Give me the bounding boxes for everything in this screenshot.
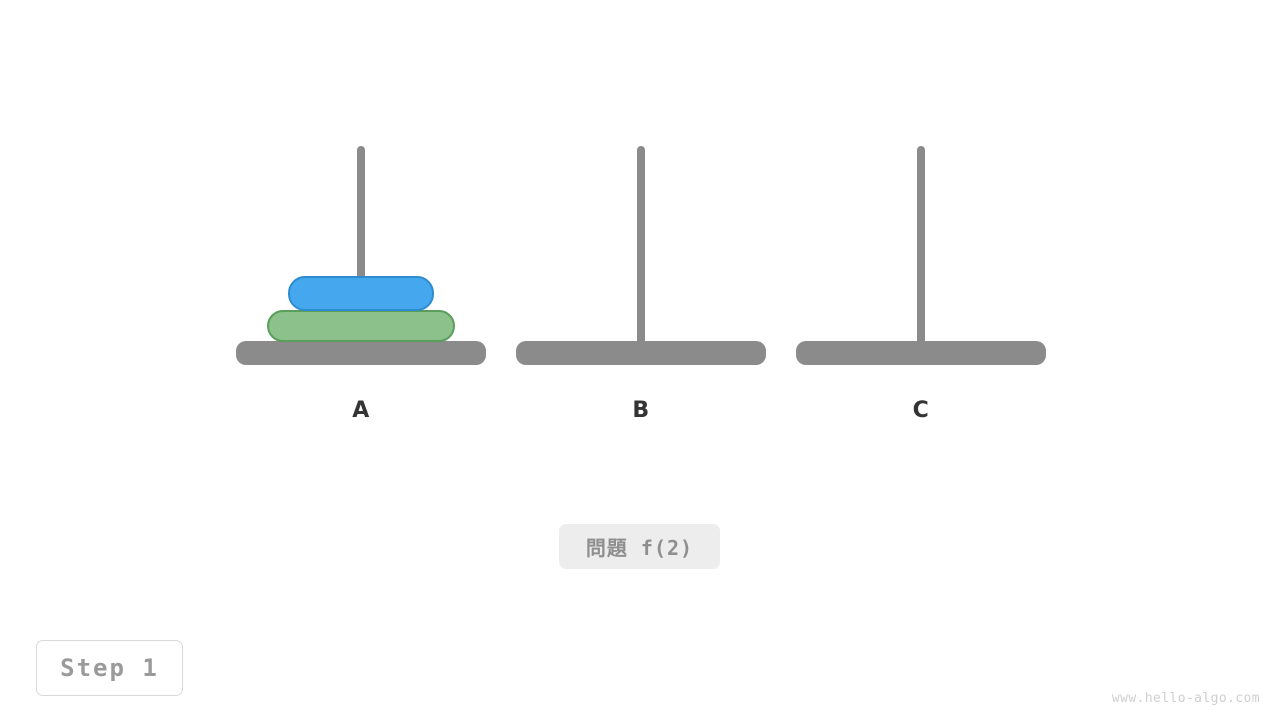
step-badge: Step 1 xyxy=(36,640,183,696)
disc-blue-small[interactable] xyxy=(288,276,434,311)
pillar-c: C xyxy=(796,146,1046,436)
pillar-b-rod xyxy=(637,146,645,359)
problem-label: 問題 f(2) xyxy=(559,524,720,569)
pillar-c-rod xyxy=(917,146,925,359)
pillar-a-label: A xyxy=(352,398,370,423)
watermark-url: www.hello-algo.com xyxy=(1111,691,1260,706)
pillar-a: A xyxy=(236,146,486,436)
pillar-b: B xyxy=(516,146,766,436)
pillar-b-label: B xyxy=(632,398,650,423)
pillar-a-rod xyxy=(357,146,365,359)
pillar-c-base xyxy=(796,341,1046,365)
pillar-b-base xyxy=(516,341,766,365)
disc-green-large[interactable] xyxy=(267,310,455,342)
pillar-c-label: C xyxy=(912,398,930,423)
pillar-a-base xyxy=(236,341,486,365)
